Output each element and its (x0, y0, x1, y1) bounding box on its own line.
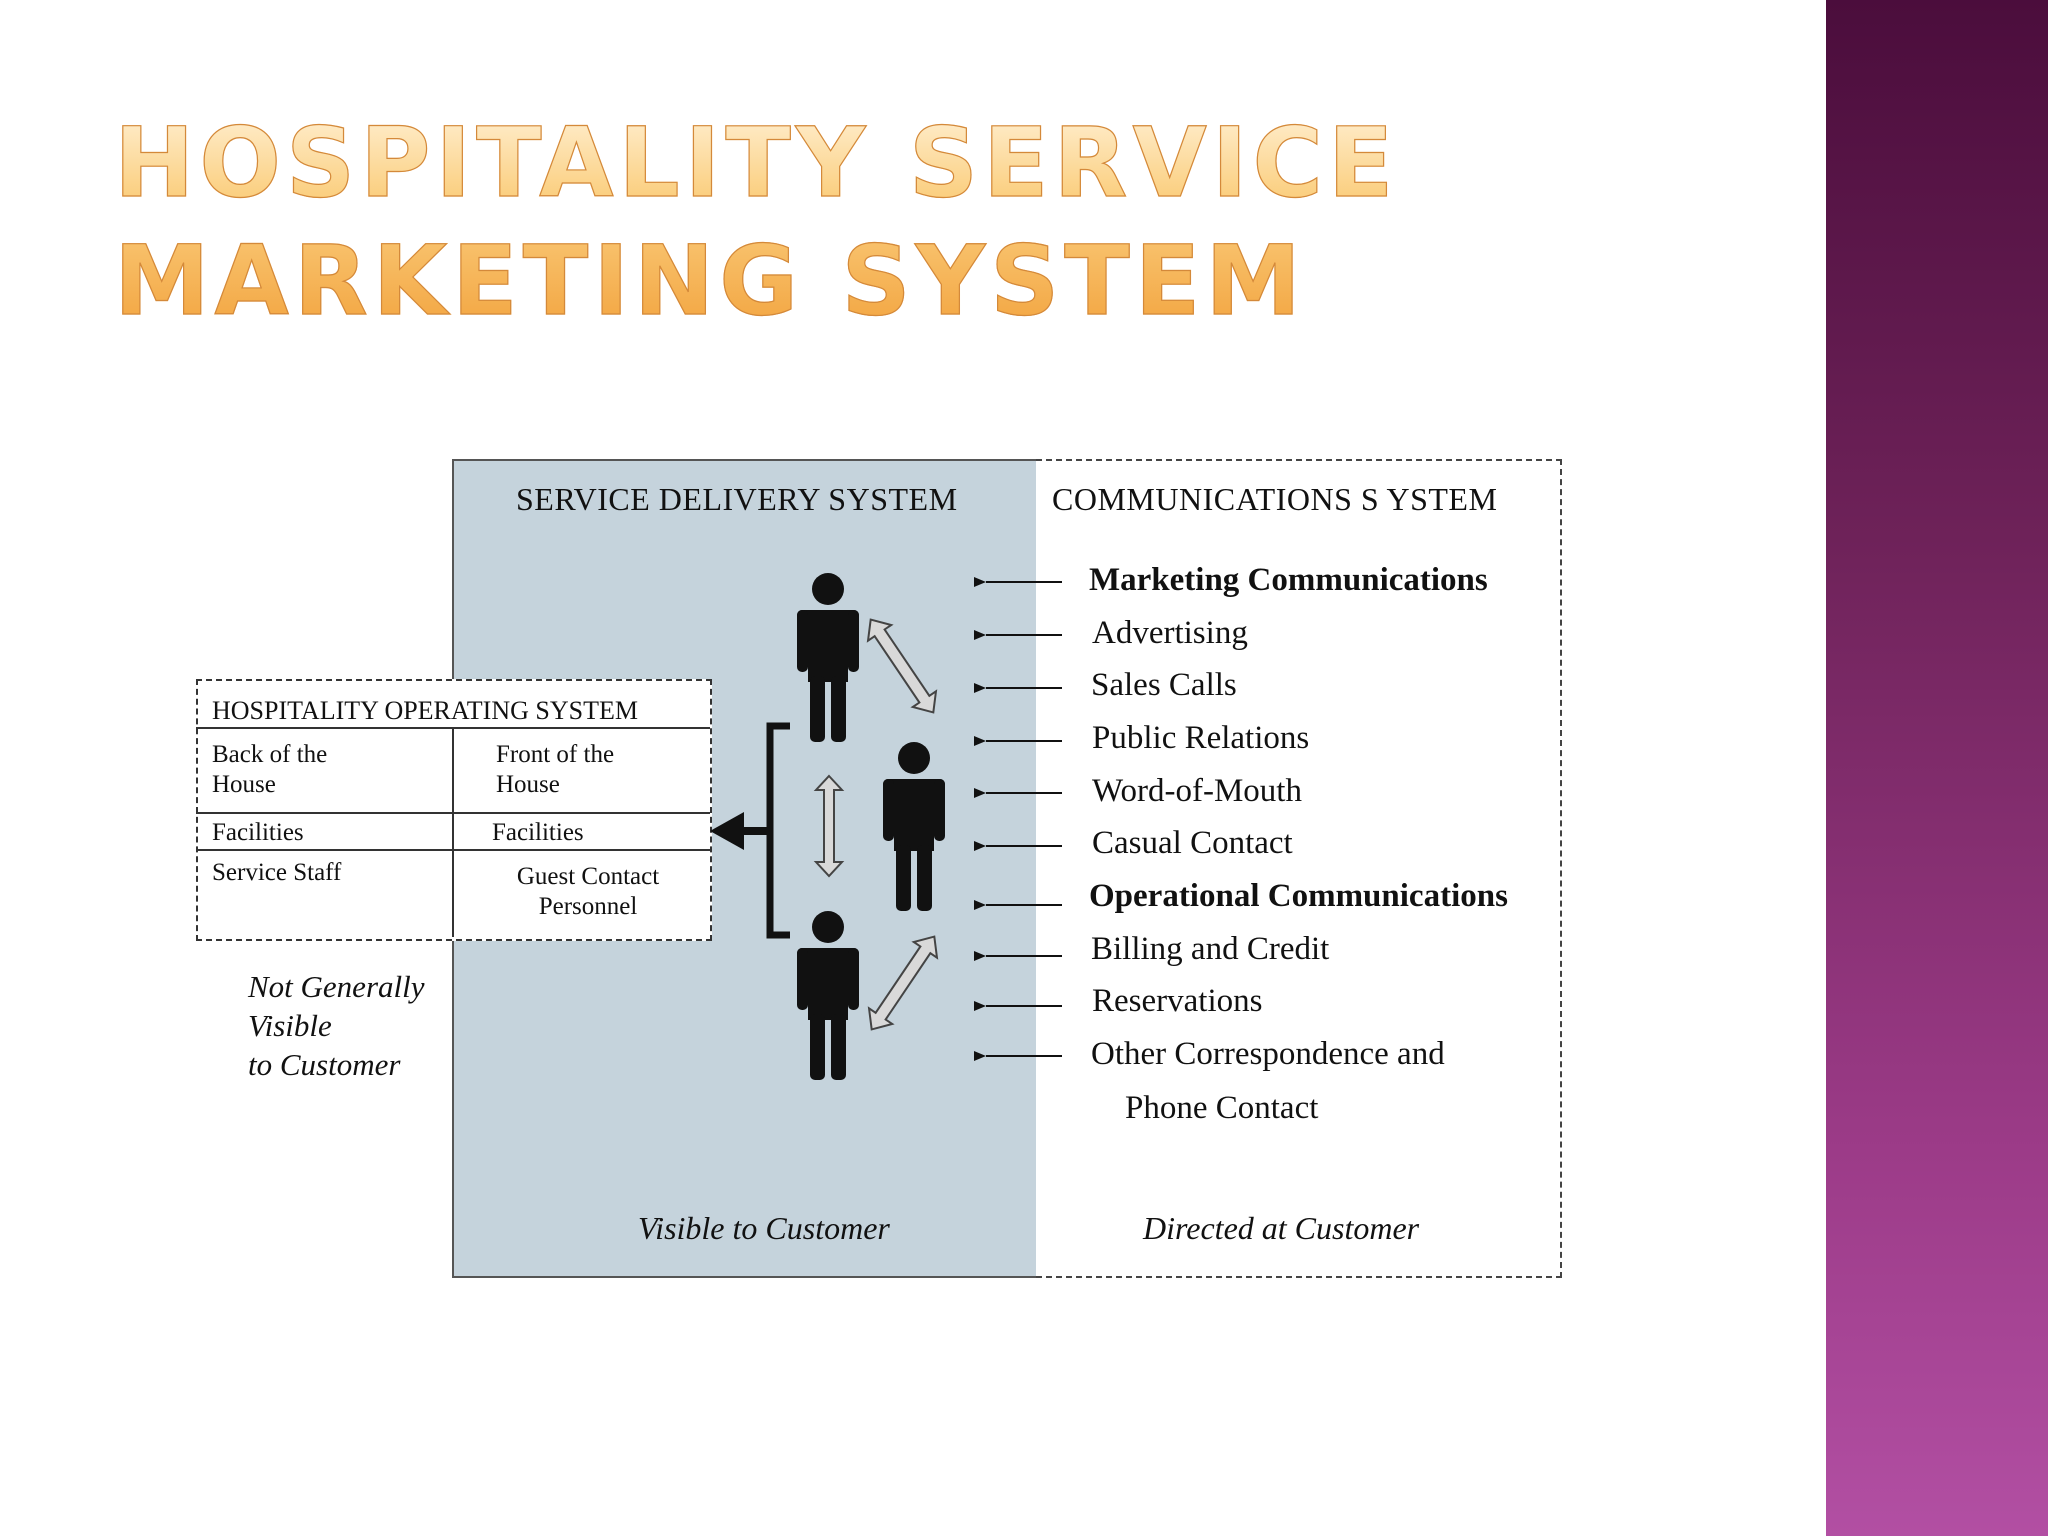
back-facilities-cell: Facilities (212, 819, 304, 846)
comm-item-sales-calls: Sales Calls (1091, 667, 1237, 703)
person-icon (883, 742, 945, 911)
service-delivery-title: SERVICE DELIVERY SYSTEM (516, 481, 958, 517)
left-arrow-icons (974, 577, 1062, 1061)
communications-panel (1036, 459, 1562, 1278)
front-of-house-header: Front of the House (496, 741, 615, 798)
operating-system-title: HOSPITALITY OPERATING SYSTEM (212, 696, 638, 725)
comm-item-operational-communications: Operational Communications (1089, 878, 1508, 914)
person-icon (797, 573, 859, 742)
not-visible-caption: Not Generally Visible to Customer (248, 969, 425, 1082)
comm-item-other-correspondence: Other Correspondence and (1091, 1036, 1445, 1072)
comm-item-casual-contact: Casual Contact (1092, 825, 1293, 861)
slide-title: Hospitality Service Marketing System (113, 104, 1734, 340)
two-way-arrow-icon (813, 774, 845, 878)
person-icon (797, 911, 859, 1080)
two-way-arrow-icon (867, 935, 939, 1031)
decorative-side-bar (1826, 0, 2048, 1536)
comm-item-phone-contact: Phone Contact (1125, 1090, 1319, 1126)
back-staff-cell: Service Staff (212, 859, 342, 886)
visible-to-customer-caption: Visible to Customer (638, 1210, 890, 1246)
bracket-arrow-icon (710, 722, 790, 939)
comm-item-marketing-communications: Marketing Communications (1089, 562, 1488, 598)
front-facilities-cell: Facilities (492, 819, 584, 846)
table-divider (452, 727, 454, 937)
two-way-arrow-icon (866, 618, 938, 714)
front-staff-cell: Guest Contact Personnel (516, 863, 660, 920)
comm-item-public-relations: Public Relations (1092, 720, 1310, 756)
comm-item-word-of-mouth: Word-of-Mouth (1092, 773, 1302, 809)
directed-at-customer-caption: Directed at Customer (1143, 1210, 1420, 1246)
comm-item-reservations: Reservations (1092, 983, 1263, 1019)
comm-item-advertising: Advertising (1092, 615, 1248, 651)
communications-title: COMMUNICATIONS S YSTEM (1052, 481, 1498, 517)
comm-item-billing-and-credit: Billing and Credit (1091, 931, 1330, 967)
operating-system-table (196, 679, 712, 941)
back-of-house-header: Back of the House (212, 741, 328, 798)
